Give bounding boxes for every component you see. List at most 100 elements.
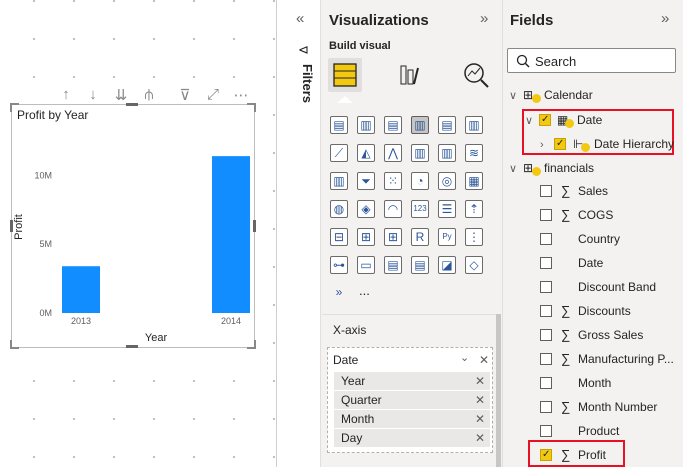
ribbon-chart-icon[interactable]: ≋ <box>465 144 483 162</box>
field-checkbox[interactable] <box>540 281 552 293</box>
double-arrow-down-icon[interactable]: ⇊ <box>114 87 128 104</box>
analytics-tab[interactable] <box>459 58 493 92</box>
field-checkbox[interactable] <box>539 110 551 130</box>
field-checkbox[interactable] <box>540 257 552 269</box>
area-chart-icon[interactable]: ◭ <box>357 144 375 162</box>
well-field-name[interactable]: Date <box>333 353 359 367</box>
waterfall-icon[interactable]: ▥ <box>330 172 348 190</box>
stacked-column-icon[interactable]: ▥ <box>357 116 375 134</box>
treemap-icon[interactable]: ▦ <box>465 172 483 190</box>
filters-label[interactable]: Filters <box>300 64 315 104</box>
field-checkbox[interactable] <box>540 233 552 245</box>
resize-handle[interactable] <box>253 220 256 232</box>
close-icon[interactable]: ✕ <box>479 353 490 367</box>
well-item-month[interactable]: Month✕ <box>334 410 490 428</box>
matrix-icon[interactable]: ⊞ <box>384 228 402 246</box>
table-calendar[interactable]: ∨ ⊞ Calendar <box>509 85 593 105</box>
arrow-up-icon[interactable]: ↑ <box>62 86 70 103</box>
gauge-icon[interactable]: ◠ <box>384 200 402 218</box>
well-item-year[interactable]: Year✕ <box>334 372 490 390</box>
build-visual-tab[interactable] <box>328 58 362 92</box>
resize-corner[interactable] <box>247 103 256 112</box>
chevron-down-icon[interactable]: ∨ <box>509 90 518 102</box>
table-financials[interactable]: ∨ ⊞ financials <box>509 158 594 178</box>
field-checkbox[interactable] <box>540 377 552 389</box>
power-apps-icon[interactable]: ◇ <box>465 256 483 274</box>
field-checkbox[interactable] <box>540 353 552 365</box>
resize-handle[interactable] <box>10 220 13 232</box>
close-icon[interactable]: ✕ <box>474 412 485 426</box>
resize-handle[interactable] <box>126 345 138 348</box>
chevron-right-icon[interactable]: › <box>540 139 544 151</box>
key-influencers-icon[interactable]: ⋮ <box>465 228 483 246</box>
map-icon[interactable]: ◍ <box>330 200 348 218</box>
paginated-report-icon[interactable]: ▤ <box>411 256 429 274</box>
donut-chart-icon[interactable]: ◎ <box>438 172 456 190</box>
collapse-right-icon[interactable]: » <box>661 10 670 27</box>
chevron-down-icon[interactable]: ∨ <box>525 115 534 127</box>
field-checkbox[interactable] <box>540 305 552 317</box>
format-visual-tab[interactable] <box>392 58 426 92</box>
collapse-right-icon[interactable]: » <box>480 10 489 27</box>
line-clustered-icon[interactable]: ▥ <box>438 144 456 162</box>
card-icon[interactable]: 123 <box>411 200 429 218</box>
focus-mode-icon[interactable]: ⤢ <box>206 86 219 103</box>
slicer-icon[interactable]: ⊟ <box>330 228 348 246</box>
field-checkbox[interactable] <box>540 445 552 465</box>
filter-icon[interactable]: ⊽ <box>179 87 191 104</box>
chevron-down-icon[interactable]: ⌄ <box>460 352 470 364</box>
resize-corner[interactable] <box>10 340 19 349</box>
collapse-left-icon[interactable]: « <box>296 10 305 27</box>
clustered-column-icon[interactable]: ▥ <box>411 116 429 134</box>
100pct-bar-icon[interactable]: ▤ <box>438 116 456 134</box>
close-icon[interactable]: ✕ <box>474 393 485 407</box>
decomposition-tree-icon[interactable]: ⊶ <box>330 256 348 274</box>
well-item-day[interactable]: Day✕ <box>334 429 490 447</box>
field-date-hierarchy-root[interactable]: ∨ ▦ Date <box>525 110 602 130</box>
kpi-icon[interactable]: ⇡ <box>465 200 483 218</box>
line-column-icon[interactable]: ▥ <box>411 144 429 162</box>
field-checkbox[interactable] <box>540 401 552 413</box>
stacked-area-icon[interactable]: ⋀ <box>384 144 402 162</box>
python-visual-icon[interactable]: Py <box>438 228 456 246</box>
power-automate-icon[interactable]: » <box>335 285 343 299</box>
field-checkbox[interactable] <box>540 185 552 197</box>
search-input[interactable]: Search <box>507 48 676 73</box>
funnel-icon[interactable]: ⏷ <box>357 172 375 190</box>
table-icon[interactable]: ⊞ <box>357 228 375 246</box>
scatter-icon[interactable]: ⁙ <box>384 172 402 190</box>
clustered-bar-icon[interactable]: ▤ <box>384 116 402 134</box>
table-icon <box>333 63 357 87</box>
viz-scrollbar[interactable] <box>496 314 501 467</box>
more-visuals-button[interactable]: ... <box>359 283 370 298</box>
azure-map-icon[interactable]: ◪ <box>438 256 456 274</box>
field-date-hierarchy[interactable]: › ⊩ Date Hierarchy <box>540 134 674 154</box>
chevron-down-icon[interactable]: ∨ <box>509 163 518 175</box>
field-checkbox[interactable] <box>540 329 552 341</box>
field-checkbox[interactable] <box>540 425 552 437</box>
close-icon[interactable]: ✕ <box>474 431 485 445</box>
field-checkbox[interactable] <box>554 134 566 154</box>
filled-map-icon[interactable]: ◈ <box>357 200 375 218</box>
multirow-card-icon[interactable]: ☰ <box>438 200 456 218</box>
resize-handle[interactable] <box>126 103 138 106</box>
xaxis-field-well[interactable]: Date ⌄ ✕ Year✕ Quarter✕ Month✕ Day✕ <box>327 347 493 453</box>
expand-hierarchy-icon[interactable]: ⫛ <box>144 86 154 103</box>
field-checkbox[interactable] <box>540 209 552 221</box>
100pct-column-icon[interactable]: ▥ <box>465 116 483 134</box>
close-icon[interactable]: ✕ <box>474 374 485 388</box>
pie-chart-icon[interactable]: ◔ <box>411 172 429 190</box>
line-chart-icon[interactable]: ⟋ <box>330 144 348 162</box>
r-visual-icon[interactable]: R <box>411 228 429 246</box>
stacked-bar-icon[interactable]: ▤ <box>330 116 348 134</box>
narrative-icon[interactable]: ▤ <box>384 256 402 274</box>
resize-corner[interactable] <box>247 340 256 349</box>
magnifier-chart-icon <box>464 63 489 88</box>
well-item-quarter[interactable]: Quarter✕ <box>334 391 490 409</box>
qa-icon[interactable]: ▭ <box>357 256 375 274</box>
more-options-icon[interactable]: ⋯ <box>233 87 249 104</box>
resize-corner[interactable] <box>10 103 19 112</box>
arrow-down-icon[interactable]: ↓ <box>89 86 97 103</box>
filters-pane-collapsed[interactable] <box>288 0 318 467</box>
